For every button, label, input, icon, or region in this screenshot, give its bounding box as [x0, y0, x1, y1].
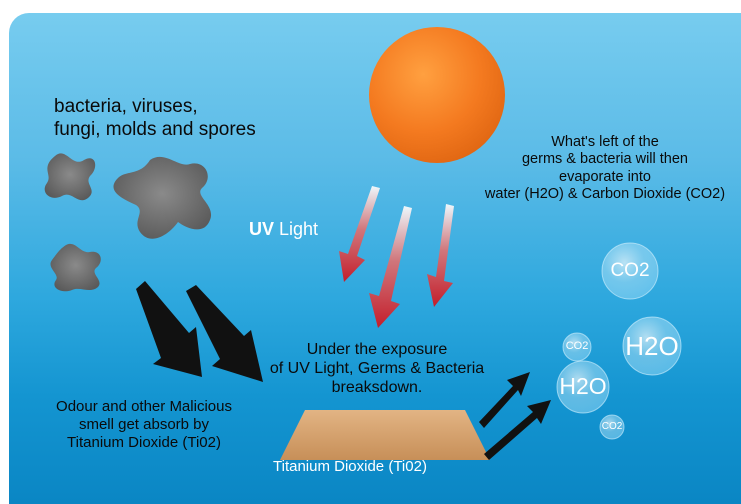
co2-bubble-label: CO2: [602, 260, 658, 282]
germ-blob: [50, 244, 100, 291]
h2o-bubble-label: H2O: [552, 373, 614, 400]
co2-bubble-label: CO2: [596, 421, 628, 432]
uv-light-label: UV Light: [249, 219, 318, 241]
exposure-label: Under the exposure of UV Light, Germs & …: [262, 340, 492, 398]
germ-blob: [45, 153, 96, 200]
germ-blob: [113, 157, 211, 239]
co2-bubble-label: CO2: [561, 340, 593, 352]
uv-arrow-2: [369, 206, 412, 328]
germs-label: bacteria, viruses, fungi, molds and spor…: [54, 96, 256, 142]
uv-arrow-3: [427, 204, 454, 307]
titanium-dioxide-base: [280, 410, 490, 460]
titanium-dioxide-label: Titanium Dioxide (Ti02): [273, 458, 473, 476]
uv-arrow-1: [339, 186, 380, 282]
evaporate-label: What's left of the germs & bacteria will…: [470, 134, 740, 204]
odour-label: Odour and other Malicious smell get abso…: [24, 398, 264, 452]
h2o-bubble-label: H2O: [620, 331, 684, 362]
